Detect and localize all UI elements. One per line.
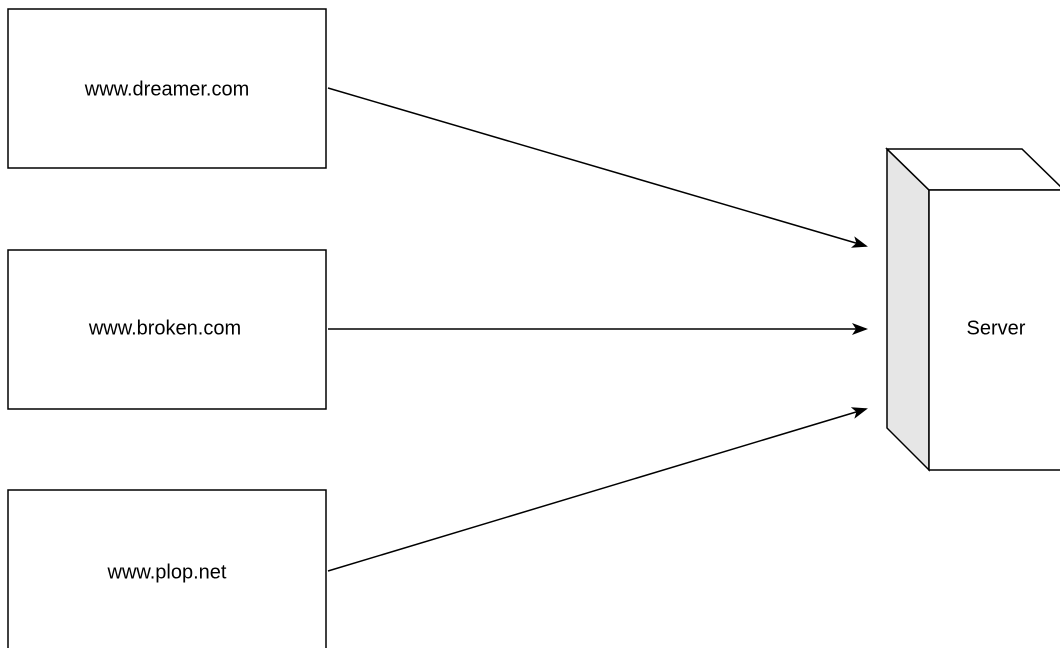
arrow-dreamer-to-server[interactable] bbox=[327, 87, 868, 248]
server-front-face bbox=[928, 189, 1060, 471]
server-node[interactable]: Server bbox=[885, 147, 1060, 472]
server-top-face bbox=[885, 148, 1060, 191]
site-node-dreamer[interactable]: www.dreamer.com bbox=[7, 8, 327, 169]
site-box-dreamer bbox=[7, 8, 327, 169]
site-node-broken[interactable]: www.broken.com bbox=[7, 249, 327, 410]
site-box-broken bbox=[7, 249, 327, 410]
site-node-plop[interactable]: www.plop.net bbox=[7, 489, 327, 648]
server-label: Server bbox=[967, 317, 1026, 339]
site-box-plop bbox=[7, 489, 327, 648]
site-label-broken: www.broken.com bbox=[88, 317, 241, 339]
arrow-plop-to-server[interactable] bbox=[327, 407, 868, 572]
site-label-plop: www.plop.net bbox=[107, 561, 227, 583]
site-label-dreamer: www.dreamer.com bbox=[84, 78, 250, 100]
server-side-face bbox=[886, 147, 930, 472]
